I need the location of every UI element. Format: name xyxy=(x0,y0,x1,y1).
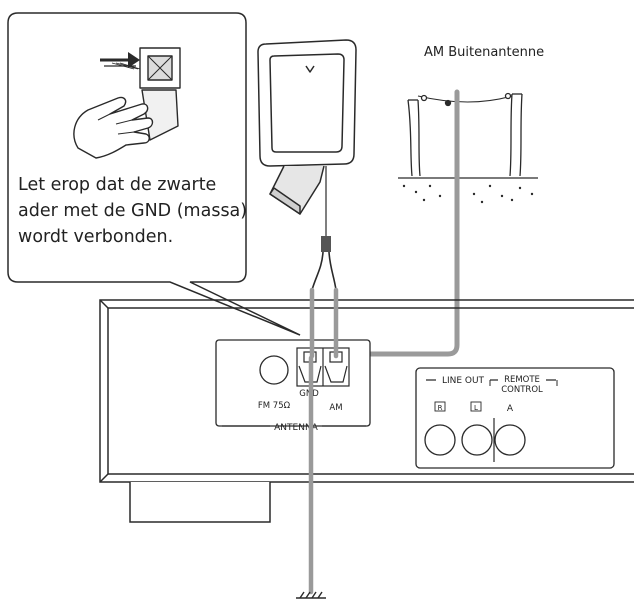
callout-line-2: ader met de GND (massa) xyxy=(18,201,248,221)
remote-label: REMOTE xyxy=(504,375,540,385)
r-label: R xyxy=(438,404,443,412)
l-label: L xyxy=(474,404,478,412)
control-label: CONTROL xyxy=(501,385,543,395)
output-panel: LINE OUT REMOTE CONTROL R L A xyxy=(415,367,615,469)
fm-jack[interactable] xyxy=(259,355,289,385)
hand-terminal-illustration xyxy=(73,47,181,159)
line-out-l-jack[interactable] xyxy=(461,424,493,456)
fm-label: FM 75Ω xyxy=(258,401,291,411)
antenna-panel: FM 75Ω GND AM ANTENNA xyxy=(215,339,371,433)
line-out-label: LINE OUT xyxy=(442,376,485,386)
outdoor-antenna-label: AM Buitenantenne xyxy=(424,45,545,60)
a-label: A xyxy=(507,404,514,414)
outdoor-antenna-illustration xyxy=(398,92,538,204)
outdoor-antenna-cable xyxy=(339,89,460,357)
line-out-r-jack[interactable] xyxy=(424,424,456,456)
am-label: AM xyxy=(329,403,342,413)
am-terminal-block[interactable] xyxy=(296,347,350,387)
am-loop-antenna xyxy=(257,39,357,291)
remote-control-a-jack[interactable] xyxy=(494,424,526,456)
callout-text: Let erop dat de zwarte ader met de GND (… xyxy=(18,172,248,250)
ground-symbol xyxy=(296,591,326,599)
callout-line-1: Let erop dat de zwarte xyxy=(18,175,217,195)
callout-line-3: wordt verbonden. xyxy=(18,227,174,247)
antenna-section-label: ANTENNA xyxy=(274,423,319,433)
device-rear-panel xyxy=(99,299,634,523)
